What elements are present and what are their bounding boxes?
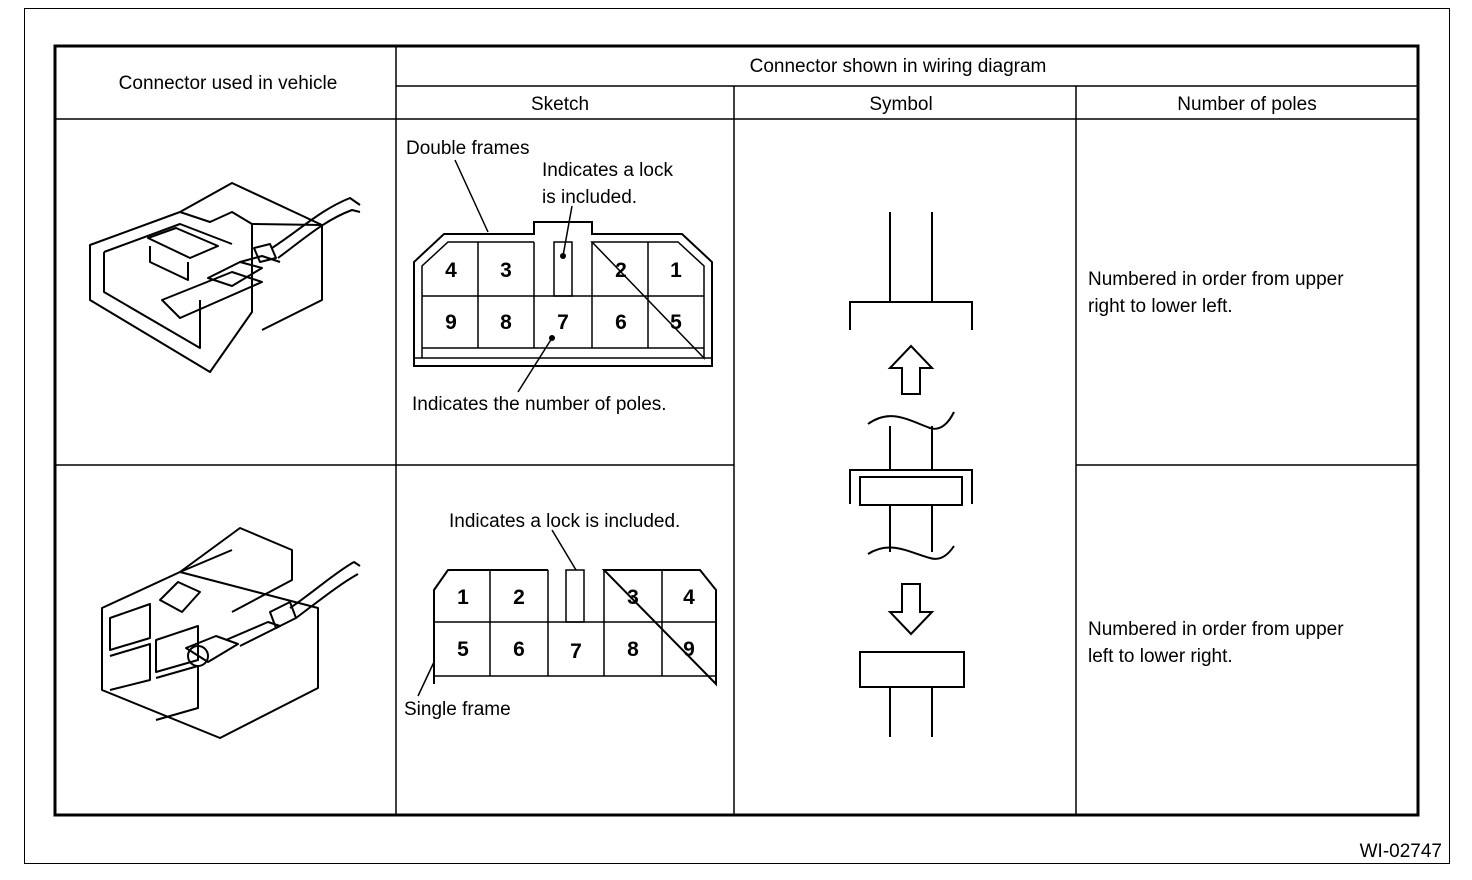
header-wiring: Connector shown in wiring diagram	[750, 56, 1047, 77]
vehicle-connector-2-illustration	[101, 527, 361, 739]
pin-6: 6	[615, 311, 627, 334]
pin-3: 3	[500, 259, 512, 282]
sketch-2-lock	[565, 569, 585, 623]
pin-1: 1	[670, 259, 682, 282]
pin-4: 4	[445, 259, 457, 282]
label-lock-2: Indicates a lock is included.	[449, 511, 680, 532]
sketch-1-pins: 4 3 2 1 9 8 7 6 5	[445, 259, 682, 334]
sketch-2-pins: 1 2 3 4 5 6 7 8 9	[457, 586, 695, 663]
table-grid	[53, 44, 1420, 817]
sketch-1-outer-frame	[413, 221, 713, 367]
label-lock-1-line2: is included.	[542, 187, 637, 208]
pin-4: 4	[683, 586, 695, 609]
poles-row2-line1: Numbered in order from upper	[1088, 619, 1344, 640]
pin-9: 9	[683, 638, 695, 661]
symbol-plug-mid	[859, 476, 963, 506]
header-sketch: Sketch	[531, 94, 589, 115]
pin-7: 7	[570, 640, 582, 663]
label-number-of-poles: Indicates the number of poles.	[412, 394, 667, 415]
pin-1: 1	[457, 586, 469, 609]
pin-8: 8	[500, 311, 512, 334]
pin-2: 2	[513, 586, 525, 609]
pin-3: 3	[627, 586, 639, 609]
outer-frame	[24, 8, 1450, 864]
connector-symbol	[849, 212, 973, 737]
symbol-housing-mid	[849, 469, 973, 504]
sketch-1-inner-frame	[421, 241, 705, 360]
header-poles: Number of poles	[1177, 94, 1316, 115]
poles-row2-line2: left to lower right.	[1088, 646, 1233, 667]
figure-id: WI-02747	[1360, 841, 1442, 862]
vehicle-connector-1-illustration	[89, 182, 361, 373]
sketch-1-leaders	[454, 159, 573, 393]
sketch-1-poles-dot	[549, 335, 555, 341]
pin-2: 2	[615, 259, 627, 282]
label-single-frame: Single frame	[404, 699, 511, 720]
label-double-frames: Double frames	[406, 138, 530, 159]
sketch-1-lock	[553, 241, 573, 297]
symbol-housing-top	[849, 301, 973, 330]
pin-5: 5	[457, 638, 469, 661]
pin-8: 8	[627, 638, 639, 661]
sketch-2-connector	[433, 569, 717, 687]
sketch-1-lock-dot	[560, 253, 566, 259]
poles-row1-line2: right to lower left.	[1088, 296, 1233, 317]
sketch-2-leaders	[417, 529, 577, 697]
pin-6: 6	[513, 638, 525, 661]
poles-row1-line1: Numbered in order from upper	[1088, 269, 1344, 290]
sketch-1-connector	[413, 221, 713, 367]
header-symbol: Symbol	[869, 94, 932, 115]
pin-7: 7	[557, 311, 569, 334]
sketch-2-frame	[433, 569, 717, 687]
symbol-plug-bottom	[859, 651, 965, 688]
pin-9: 9	[445, 311, 457, 334]
header-vehicle: Connector used in vehicle	[119, 73, 338, 94]
pin-5: 5	[670, 311, 682, 334]
down-arrow-icon	[887, 583, 935, 636]
label-lock-1-line1: Indicates a lock	[542, 160, 673, 181]
up-arrow-icon	[887, 344, 935, 395]
